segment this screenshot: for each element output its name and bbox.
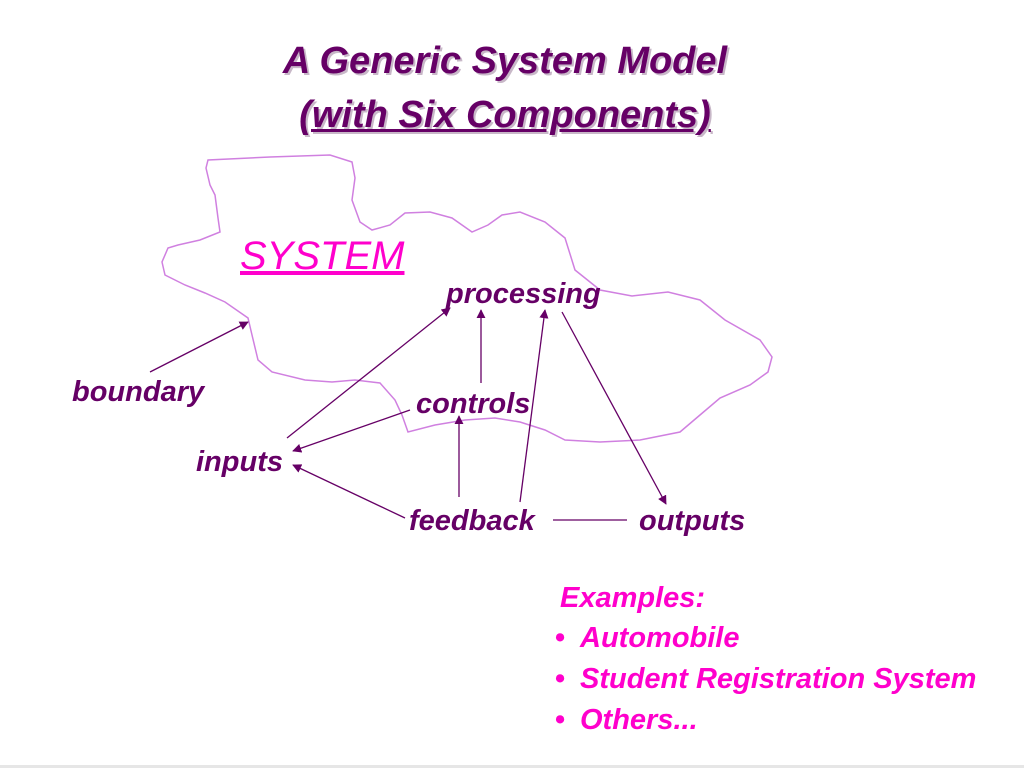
example-item-label: Others... [580, 704, 698, 736]
system-label: SYSTEM [240, 234, 405, 278]
arrow-boundary-to-outline [149, 321, 249, 373]
example-item-label: Student Registration System [580, 663, 977, 695]
arrow-processing-to-outputs [561, 311, 667, 505]
arrow-controls-to-inputs [292, 409, 411, 453]
node-controls: controls [416, 388, 531, 420]
node-inputs: inputs [196, 446, 283, 478]
bullet-icon: • [555, 663, 566, 695]
list-item: • Student Registration System [555, 663, 976, 704]
examples-heading: Examples: [560, 582, 706, 614]
node-outputs: outputs [639, 505, 746, 537]
bullet-icon: • [555, 704, 566, 736]
connector-arrows [149, 307, 667, 521]
slide-bottom-divider [0, 765, 1024, 768]
node-processing: processing [446, 278, 601, 310]
arrow-inputs-to-processing [286, 307, 451, 439]
node-boundary: boundary [72, 376, 205, 408]
slide-title-line2: (with Six Components) [299, 94, 711, 136]
examples-list: Examples: • Automobile • Student Registrat… [555, 582, 976, 745]
bullet-icon: • [555, 622, 566, 654]
arrow-feedback-to-inputs [292, 464, 406, 519]
slide-title-line1: A Generic System Model [282, 40, 728, 82]
system-boundary-outline [161, 154, 773, 443]
example-item-label: Automobile [580, 622, 740, 654]
list-item: • Others... [555, 704, 976, 745]
node-feedback: feedback [409, 505, 535, 537]
list-item: • Automobile [555, 622, 976, 663]
arrow-feedback-to-processing [519, 309, 549, 503]
